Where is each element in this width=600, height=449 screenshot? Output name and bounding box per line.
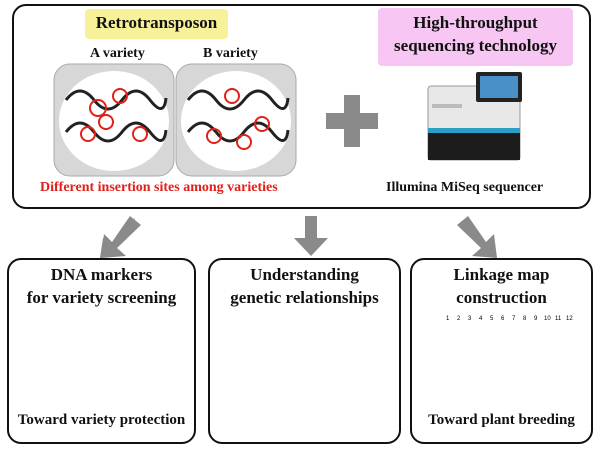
variety-b-insertion-circle — [224, 88, 240, 104]
chromosome-label: 10 — [544, 316, 551, 322]
panel-linkage-map-title-line1: Linkage map — [453, 265, 550, 284]
hts-title — [378, 8, 573, 66]
panel-linkage-map-footer: Toward plant breeding — [428, 412, 575, 428]
panel-dna-markers-title-line2: for variety screening — [26, 288, 177, 307]
sequencer-label: Illumina MiSeq sequencer — [386, 180, 544, 195]
panel-linkage-map — [410, 258, 593, 444]
variety-b-insertion-circle — [206, 128, 222, 144]
variety-b-insertion-circle — [254, 116, 270, 132]
arrow-center — [294, 216, 328, 256]
chromosome-label: 9 — [534, 316, 538, 322]
panel-dna-markers — [7, 258, 196, 444]
plus-sign — [344, 95, 360, 147]
variety-a-dna-strand — [64, 121, 168, 143]
arrow-right — [457, 216, 497, 258]
chromosome-label: 4 — [479, 316, 483, 322]
hts-title-line2: sequencing technology — [394, 36, 557, 55]
variety-b-dna-strand — [186, 89, 290, 111]
variety-b-dna-strand — [186, 121, 290, 143]
sequencer-machine — [427, 72, 522, 161]
variety-a-insertion-circle — [132, 126, 148, 142]
variety-a-insertion-circle — [89, 99, 107, 117]
retrotransposon-title — [85, 9, 228, 39]
insertion-sites-note: Different insertion sites among varietie… — [40, 180, 278, 195]
variety-a-nucleus — [59, 71, 169, 171]
arrow-left — [101, 216, 141, 258]
panel-genetic-relationships — [208, 258, 401, 444]
chromosome-label: 2 — [457, 316, 461, 322]
chromosome-label: 11 — [555, 316, 562, 322]
panel-linkage-map-title-line2: construction — [456, 288, 547, 307]
linkage-chromosome-labels: 1 2 3 4 5 6 7 8 9 10 11 12 — [443, 316, 579, 326]
variety-b-insertion-circle — [236, 134, 252, 150]
variety-a-dna-strand — [64, 89, 168, 111]
variety-a-insertion-circle — [98, 114, 114, 130]
retrotransposon-title-text: Retrotransposon — [95, 13, 218, 32]
panel-dna-markers-title-line1: DNA markers — [50, 265, 153, 284]
chromosome-label: 1 — [446, 316, 450, 322]
chromosome-label: 3 — [468, 316, 472, 322]
variety-a-insertion-circle — [112, 88, 128, 104]
chromosome-label: 12 — [566, 316, 573, 322]
variety-a-insertion-circle — [80, 126, 96, 142]
hts-title-line1: High-throughput — [413, 13, 538, 32]
panel-dna-markers-footer: Toward variety protection — [17, 412, 186, 428]
variety-b-nucleus — [181, 71, 291, 171]
chromosome-label: 5 — [490, 316, 494, 322]
chromosome-label: 7 — [512, 316, 516, 322]
variety-b-label: B variety — [203, 46, 258, 61]
variety-a-label: A variety — [90, 46, 145, 61]
panel-genetic-relationships-title-line1: Understanding — [250, 265, 359, 284]
panel-genetic-relationships-title-line2: genetic relationships — [230, 288, 379, 307]
chromosome-label: 8 — [523, 316, 527, 322]
chromosome-label: 6 — [501, 316, 505, 322]
